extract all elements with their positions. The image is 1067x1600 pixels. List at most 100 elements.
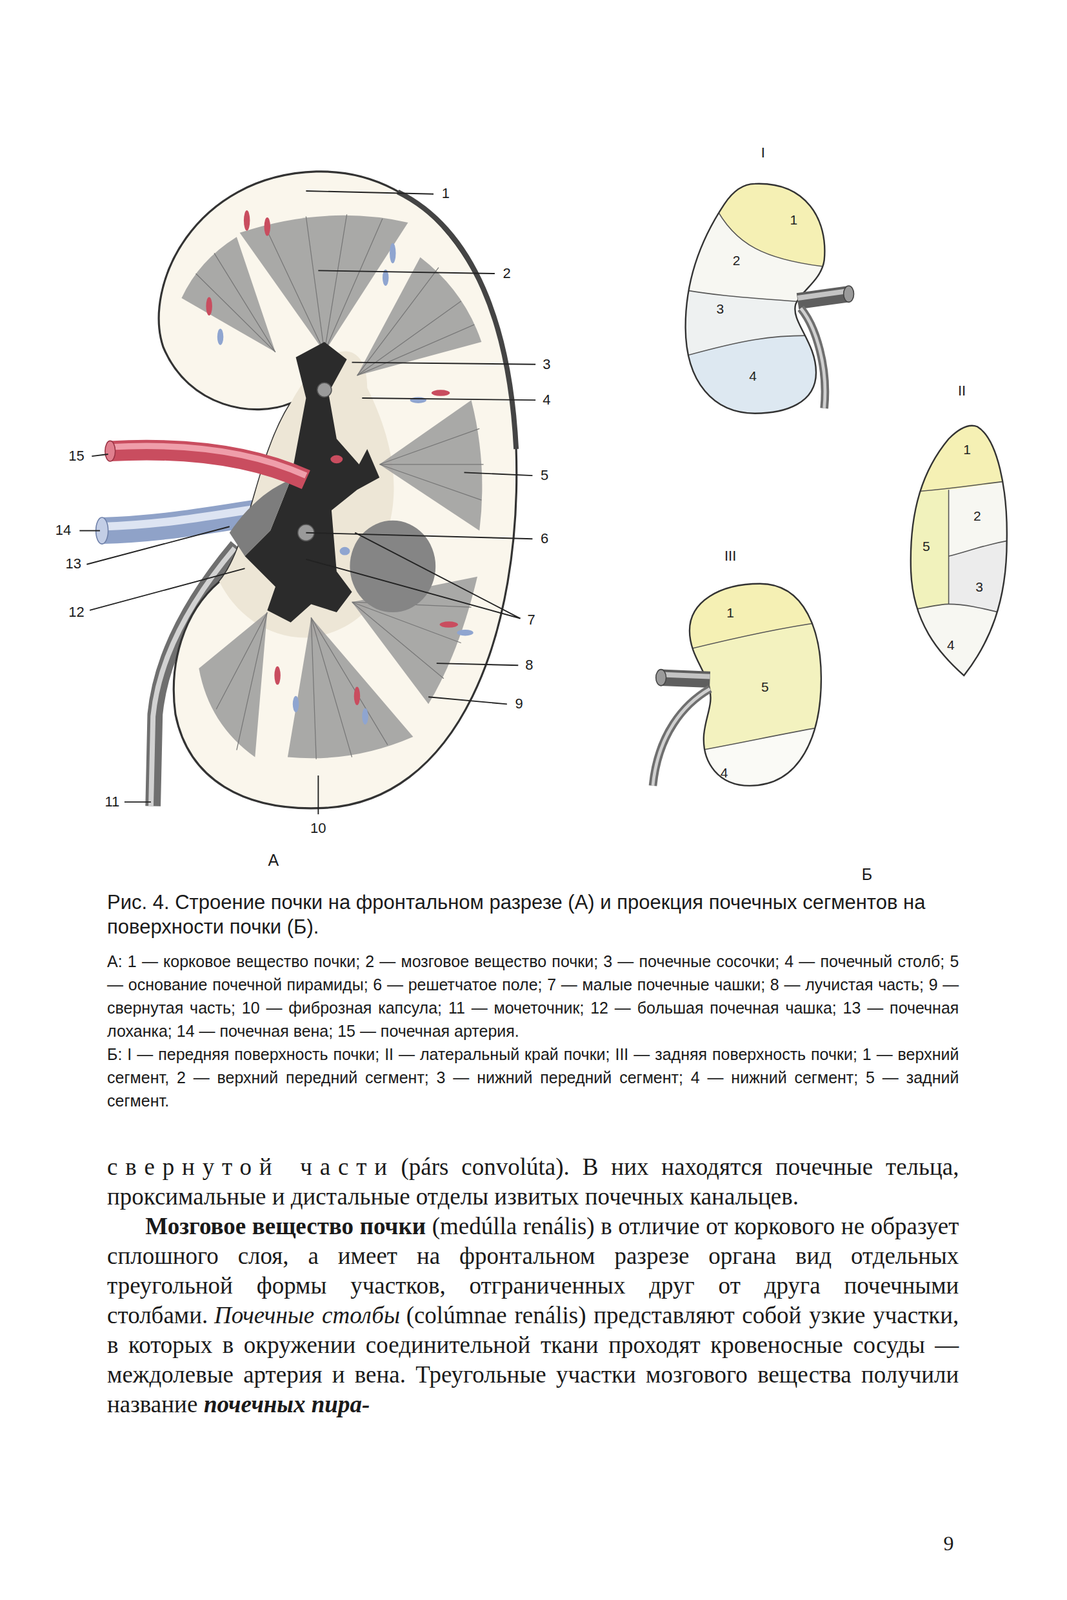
segment-number: 3 xyxy=(975,579,984,594)
emphasized-term: свернутой части xyxy=(107,1153,395,1180)
kidney-section-part xyxy=(158,171,517,809)
leader-lines-part xyxy=(305,190,434,195)
kidney-lateral-view-part-part xyxy=(948,538,1021,557)
callout-number: 3 xyxy=(542,357,551,372)
kidney-section-part-part xyxy=(216,612,268,750)
kidney-section-part-part xyxy=(310,617,388,760)
kidney-posterior-view-part-part xyxy=(673,620,837,756)
kidney-section-part-part xyxy=(354,686,360,705)
kidney-lateral-view-part xyxy=(897,408,1021,618)
kidney-section-part-part xyxy=(410,396,427,403)
callout-number: 10 xyxy=(310,821,326,836)
leader-lines-part xyxy=(124,801,151,803)
callout-number: 8 xyxy=(525,658,533,673)
italic-term: Почечные столбы xyxy=(214,1301,400,1329)
kidney-section-part xyxy=(245,341,380,623)
panel-letter: А xyxy=(267,852,279,869)
body-paragraph: Мозговое вещество почки(medúlla renális)… xyxy=(107,1211,959,1420)
kidney-anterior-view-part xyxy=(800,308,826,409)
kidney-anterior-view-part-part xyxy=(714,204,832,268)
callout-number: 5 xyxy=(540,468,549,483)
kidney-section-part-part xyxy=(352,601,472,679)
panel-letter: Б xyxy=(861,866,873,883)
kidney-section-part-part xyxy=(439,621,459,628)
callout-number: 11 xyxy=(105,794,120,809)
kidney-section-part-part xyxy=(339,547,351,556)
kidney-anterior-view-part-part xyxy=(673,287,807,302)
kidney-section-part-part xyxy=(205,296,212,315)
callout-number: 2 xyxy=(503,266,511,281)
kidney-section-part-part xyxy=(264,217,271,236)
segment-number: 1 xyxy=(726,605,735,619)
view-label: II xyxy=(957,383,966,399)
kidney-lateral-view-part-part xyxy=(897,408,1021,495)
kidney-section-part-part xyxy=(330,455,343,464)
kidney-section-part xyxy=(196,214,484,759)
kidney-section-part xyxy=(217,243,474,725)
segment-number: 4 xyxy=(748,368,757,382)
leader-lines-part xyxy=(305,559,520,619)
kidney-anterior-view-part xyxy=(843,285,855,302)
kidney-lateral-view xyxy=(897,408,1021,676)
leader-lines-part xyxy=(89,568,245,611)
leader-lines-part xyxy=(305,532,533,539)
leader-lines-part xyxy=(317,775,319,815)
segment-number: 5 xyxy=(761,679,769,694)
kidney-section-part xyxy=(105,440,116,462)
bold-term: Мозговое вещество почки xyxy=(145,1212,426,1240)
kidney-section-part-part xyxy=(265,214,383,352)
kidney-section-part xyxy=(110,445,307,476)
leader-lines-part xyxy=(352,362,537,365)
kidney-section-part-part xyxy=(356,267,475,377)
kidney-posterior-view-part xyxy=(673,571,837,756)
kidney-section-part-part xyxy=(356,257,482,376)
callout-number: 4 xyxy=(542,392,551,408)
segment-number: 4 xyxy=(720,765,729,780)
kidney-lateral-view-part xyxy=(910,425,1008,676)
callout-number: 1 xyxy=(441,186,450,201)
segment-number: 2 xyxy=(732,253,741,268)
callout-number: 15 xyxy=(68,448,84,464)
leader-lines-part xyxy=(354,532,520,619)
leader-lines-part xyxy=(463,472,533,476)
kidney-section-part-part xyxy=(274,666,280,685)
leader-lines-part xyxy=(361,398,536,400)
leader-lines xyxy=(79,190,536,815)
kidney-lateral-view-part-part xyxy=(948,538,1021,618)
kidney-section-part-part xyxy=(389,243,396,264)
kidney-posterior-view-part xyxy=(656,669,667,686)
italic-term: почечных пира- xyxy=(203,1390,370,1418)
figure-legend: Б: I — передняя поверхность почки; II — … xyxy=(107,1042,959,1113)
callout-number: 12 xyxy=(68,605,84,620)
kidney-posterior-view-part xyxy=(661,674,711,677)
kidney-posterior-view xyxy=(652,571,837,786)
kidney-section-part-part xyxy=(361,708,368,725)
kidney-section-part-part xyxy=(431,389,450,396)
kidney-section-part-part xyxy=(217,328,224,345)
segment-number: 1 xyxy=(963,441,971,456)
kidney-lateral-view-part-part xyxy=(897,489,949,613)
segment-number: 5 xyxy=(922,538,931,553)
kidney-section-part xyxy=(229,479,291,557)
kidney-section-part-part xyxy=(243,210,250,231)
segment-number: 2 xyxy=(973,508,982,522)
view-label: I xyxy=(761,145,766,160)
callout-number: 14 xyxy=(55,523,71,538)
kidney-section-part-part xyxy=(198,612,268,758)
kidney-section-part-part xyxy=(292,696,299,713)
callout-number: 7 xyxy=(527,612,536,628)
body-paragraph: свернутой части(párs convolúta). В них н… xyxy=(107,1152,959,1212)
kidney-section-part-part xyxy=(456,629,473,636)
kidney-posterior-view-part-part xyxy=(673,620,837,654)
kidney-section xyxy=(96,171,517,809)
figure-caption: Рис. 4. Строение почки на фронтальном ра… xyxy=(107,890,959,940)
callout-number: 13 xyxy=(65,556,82,571)
kidney-section-part-part xyxy=(196,252,276,352)
kidney-section-part-part xyxy=(379,399,482,531)
kidney-posterior-view-part xyxy=(652,688,711,786)
leader-lines-part xyxy=(91,454,108,457)
kidney-section-part-part xyxy=(287,617,413,758)
callout-number: 6 xyxy=(540,531,549,546)
page-number: 9 xyxy=(943,1532,955,1554)
leader-lines-part xyxy=(79,530,100,532)
